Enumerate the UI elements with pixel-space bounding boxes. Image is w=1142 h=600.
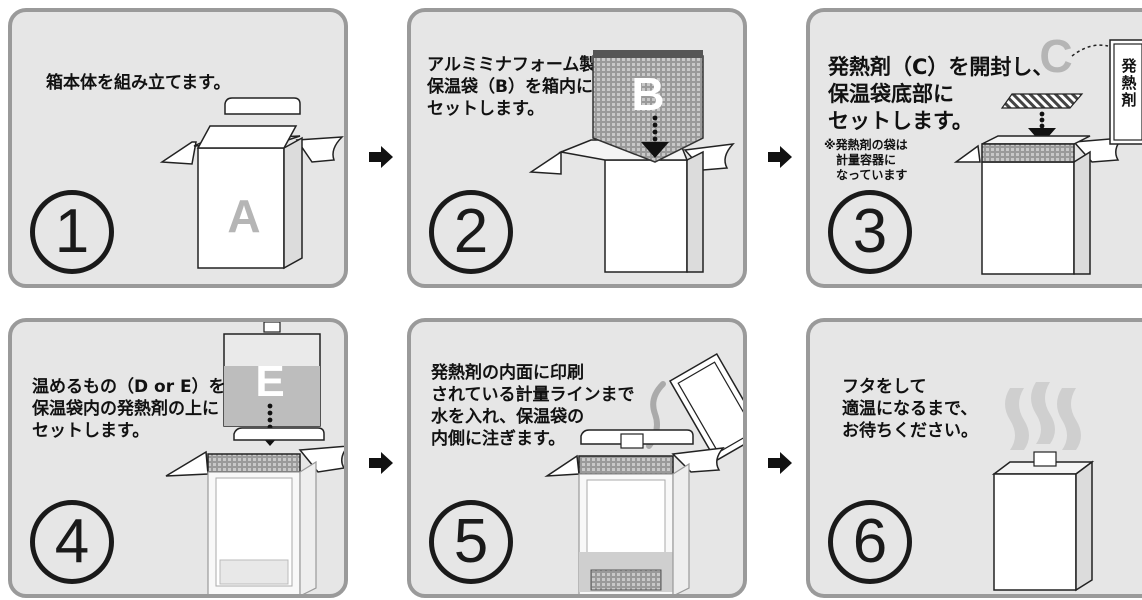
waiting-box-illustration xyxy=(991,382,1095,592)
step-5-caption: 発熱剤の内面に印刷 されている計量ラインまで 水を入れ、保温袋の 内側に注ぎます… xyxy=(431,363,635,449)
sachet-char-3: 剤 xyxy=(1121,91,1137,109)
step-4-caption: 温めるもの（D or E）を 保温袋内の発熱剤の上に セットします。 xyxy=(32,377,226,441)
assembled-box-illustration: A xyxy=(159,97,344,270)
step-3-note: ※発熱剤の袋は 計量容器に なっています xyxy=(824,138,908,182)
food-placement-illustration: E xyxy=(165,322,344,594)
agent-letter: C xyxy=(1039,30,1072,82)
step-2-caption: アルミミナフォーム製の 保温袋（B）を箱内に セットします。 xyxy=(427,55,614,119)
step-5-panel: 発熱剤の内面に印刷 されている計量ラインまで 水を入れ、保温袋の 内側に注ぎます… xyxy=(407,318,747,598)
sachet-label: 発 熱 剤 xyxy=(1120,58,1138,109)
step-4-panel: 温めるもの（D or E）を 保温袋内の発熱剤の上に セットします。 E 4 xyxy=(8,318,348,598)
step-5-number: 5 xyxy=(429,500,513,584)
heating-agent-illustration: C xyxy=(953,30,1142,275)
step-1-panel: 箱本体を組み立てます。 A 1 xyxy=(8,8,348,288)
arrow-right-icon xyxy=(768,452,792,474)
water-pouring-illustration xyxy=(544,352,743,594)
food-letter: E xyxy=(255,357,284,406)
step-1-caption: 箱本体を組み立てます。 xyxy=(46,73,231,93)
arrow-right-icon xyxy=(369,146,393,168)
step-6-number: 6 xyxy=(828,500,912,584)
steam-icon xyxy=(1005,382,1081,450)
step-3-caption: 発熱剤（C）を開封し、 保温袋底部に セットします。 xyxy=(828,55,1054,133)
arrow-right-icon xyxy=(369,452,393,474)
step-4-number: 4 xyxy=(30,500,114,584)
step-3-panel: 発熱剤（C）を開封し、 保温袋底部に セットします。 ※発熱剤の袋は 計量容器に… xyxy=(806,8,1142,288)
sachet-char-2: 熱 xyxy=(1121,74,1137,92)
step-1-number: 1 xyxy=(30,190,114,274)
bag-letter: B xyxy=(631,68,664,120)
step-6-caption: フタをして 適温になるまで、 お待ちください。 xyxy=(842,377,978,441)
box-letter: A xyxy=(227,190,260,242)
step-2-panel: アルミミナフォーム製の 保温袋（B）を箱内に セットします。 B 2 xyxy=(407,8,747,288)
step-6-panel: フタをして 適温になるまで、 お待ちください。 6 xyxy=(806,318,1142,598)
insulated-bag-illustration: B xyxy=(528,50,735,273)
step-2-number: 2 xyxy=(429,190,513,274)
step-3-number: 3 xyxy=(828,190,912,274)
arrow-right-icon xyxy=(768,146,792,168)
sachet-char-1: 発 xyxy=(1121,57,1137,75)
